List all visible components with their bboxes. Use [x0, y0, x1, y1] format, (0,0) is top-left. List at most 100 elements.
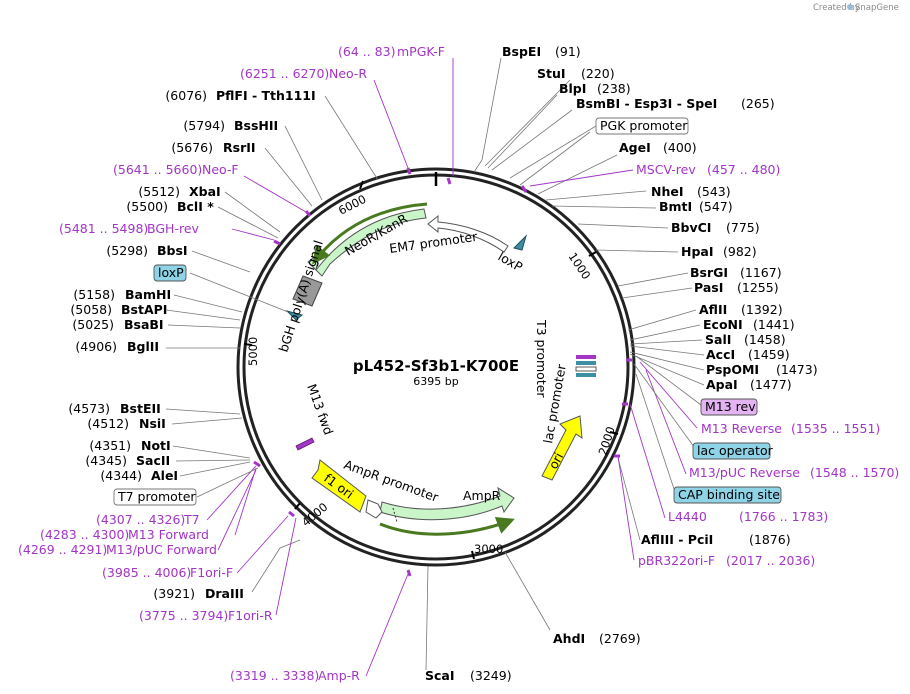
svg-text:MSCV-rev: MSCV-rev	[636, 162, 696, 177]
svg-text:(5481 .. 5498): (5481 .. 5498)	[59, 221, 148, 236]
svg-text:(543): (543)	[697, 184, 731, 199]
svg-text:(4573): (4573)	[68, 401, 110, 416]
svg-text:ScaI: ScaI	[425, 668, 455, 683]
site-label-econi: EcoNI (1441)	[703, 317, 795, 332]
svg-text:(5158): (5158)	[73, 287, 115, 302]
site-label-pflfi-tth111i: (6076) PflFI - Tth111I	[165, 88, 315, 103]
svg-text:BsrGI: BsrGI	[690, 265, 728, 280]
svg-text:(5298): (5298)	[106, 243, 148, 258]
svg-text:(5794): (5794)	[183, 118, 225, 133]
svg-text:M13/pUC Reverse: M13/pUC Reverse	[689, 465, 800, 480]
site-leaders	[165, 57, 705, 671]
svg-text:(4345): (4345)	[85, 453, 127, 468]
svg-text:(5025): (5025)	[72, 317, 114, 332]
primer-label-neo-f: (5641 .. 5660) Neo-F	[113, 162, 239, 177]
site-label-xbai: (5512) XbaI	[138, 184, 220, 199]
primer-label-m13-puc-forward: (4269 .. 4291) M13/pUC Forward	[18, 542, 217, 557]
svg-text:AflIII - PciI: AflIII - PciI	[641, 532, 713, 547]
primer-label-m13-forward: (4283 .. 4300) M13 Forward	[40, 527, 209, 542]
svg-text:(982): (982)	[723, 244, 757, 259]
svg-text:AccI: AccI	[706, 347, 735, 362]
site-label-bglii: (4906) BglII	[75, 339, 159, 354]
svg-text:BsmBI - Esp3I - SpeI: BsmBI - Esp3I - SpeI	[576, 96, 717, 111]
site-label-agei: AgeI (400)	[619, 140, 697, 155]
credit-prefix: Created by	[813, 3, 860, 13]
svg-text:AleI: AleI	[151, 468, 178, 483]
box-t7-promoter: T7 promoter	[113, 488, 197, 506]
snapgene-logo-icon	[847, 4, 853, 10]
site-label-bsabi: (5025) BsaBI	[72, 317, 163, 332]
svg-text:mPGK-F: mPGK-F	[397, 44, 445, 59]
svg-text:(400): (400)	[663, 140, 697, 155]
svg-text:(4269 .. 4291): (4269 .. 4291)	[18, 542, 107, 557]
svg-text:T7 promoter: T7 promoter	[117, 489, 196, 504]
site-label-nsii: (4512) NsiI	[87, 416, 165, 431]
svg-text:(265): (265)	[741, 96, 775, 111]
svg-text:lac operator: lac operator	[697, 443, 774, 458]
box-m13-rev: M13 rev	[700, 398, 758, 416]
svg-text:XbaI: XbaI	[189, 184, 221, 199]
svg-text:(1766 .. 1783): (1766 .. 1783)	[739, 509, 828, 524]
svg-text:(3775 .. 3794): (3775 .. 3794)	[139, 608, 228, 623]
svg-text:(3249): (3249)	[470, 668, 512, 683]
svg-text:RsrII: RsrII	[223, 140, 256, 155]
svg-text:(91): (91)	[555, 44, 581, 59]
svg-text:PflFI - Tth111I: PflFI - Tth111I	[216, 88, 316, 103]
svg-text:(4307 .. 4326): (4307 .. 4326)	[96, 512, 185, 527]
box-lac-operator: lac operator	[692, 442, 774, 460]
svg-text:pBR322ori-F: pBR322ori-F	[638, 553, 715, 568]
primer-label-f1ori-r: (3775 .. 3794) F1ori-R	[139, 608, 273, 623]
svg-text:(1392): (1392)	[741, 302, 783, 317]
svg-text:BstAPI: BstAPI	[121, 302, 167, 317]
site-label-bsrgi: BsrGI (1167)	[690, 265, 782, 280]
svg-text:BamHI: BamHI	[125, 287, 171, 302]
svg-text:(4283 .. 4300): (4283 .. 4300)	[40, 527, 129, 542]
primer-label-f1ori-f: (3985 .. 4006) F1ori-F	[102, 565, 233, 580]
ampr-label: AmpR	[463, 488, 501, 503]
svg-text:M13 Reverse: M13 Reverse	[701, 421, 782, 436]
primer-leaders	[206, 58, 698, 677]
svg-text:(5058): (5058)	[70, 302, 112, 317]
plasmid-length: 6395 bp	[413, 375, 458, 388]
svg-text:BssHII: BssHII	[234, 118, 278, 133]
site-label-ahdi: AhdI (2769)	[553, 631, 641, 646]
svg-text:PspOMI: PspOMI	[706, 362, 759, 377]
site-label-bsmbi-esp3i-spei: BsmBI - Esp3I - SpeI (265)	[576, 96, 775, 111]
svg-text:(4906): (4906)	[75, 339, 117, 354]
feature-ampr: AmpR	[379, 486, 515, 536]
svg-text:F1ori-F: F1ori-F	[190, 565, 233, 580]
primer-label-l4440: L4440 (1766 .. 1783)	[668, 509, 828, 524]
site-label-bbvci: BbvCI (775)	[671, 220, 760, 235]
tick-label: 3000	[474, 542, 503, 556]
svg-text:(4351): (4351)	[89, 438, 131, 453]
feature-leaders	[189, 125, 706, 498]
svg-text:AhdI: AhdI	[553, 631, 585, 646]
svg-text:(4344): (4344)	[100, 468, 142, 483]
t3-promoter-label: T3 promoter	[534, 319, 549, 398]
site-label-acci: AccI (1459)	[706, 347, 790, 362]
box-pgk-promoter: PGK promoter	[595, 117, 689, 135]
feature-ori: ori	[541, 415, 583, 481]
site-label-nhei: NheI (543)	[651, 184, 731, 199]
site-label-bspei: BspEI (91)	[502, 44, 581, 59]
site-label-hpai: HpaI (982)	[681, 244, 757, 259]
site-label-noti: (4351) NotI	[89, 438, 170, 453]
svg-text:Amp-R: Amp-R	[318, 668, 360, 683]
feature-m13-fwd: M13 fwd	[295, 382, 336, 451]
svg-text:ApaI: ApaI	[706, 377, 738, 392]
svg-text:(1535 .. 1551): (1535 .. 1551)	[791, 421, 880, 436]
loxp-inner-label: loxP	[496, 249, 526, 275]
site-label-bsshii: (5794) BssHII	[183, 118, 278, 133]
svg-text:HpaI: HpaI	[681, 244, 714, 259]
svg-text:BspEI: BspEI	[502, 44, 541, 59]
svg-text:Neo-F: Neo-F	[202, 162, 239, 177]
snapgene-credit: Created by SnapGene	[813, 3, 899, 13]
site-label-scai: ScaI (3249)	[425, 668, 512, 683]
svg-text:(1548 .. 1570): (1548 .. 1570)	[810, 465, 899, 480]
tick-label: 5000	[246, 337, 260, 366]
site-label-stui: StuI (220)	[537, 66, 615, 81]
site-label-alei: (4344) AleI	[100, 468, 178, 483]
svg-text:BlpI: BlpI	[559, 81, 586, 96]
svg-text:BbsI: BbsI	[157, 243, 188, 258]
